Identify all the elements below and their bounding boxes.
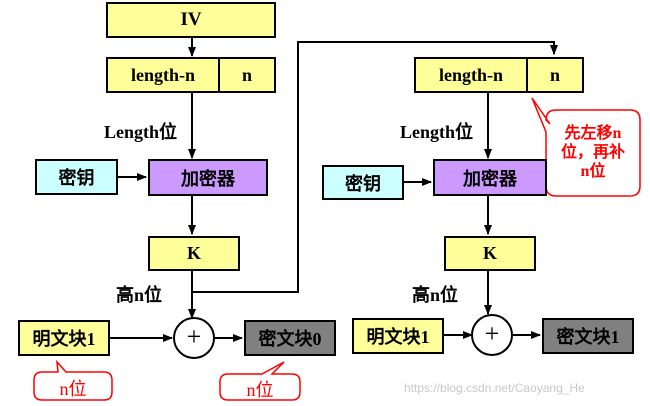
key-label: 密钥 [58, 168, 95, 188]
xor-circle-left [173, 317, 215, 359]
register-length-n-label: length-n [130, 64, 195, 85]
key-box-left: 密钥 [35, 159, 118, 195]
watermark: https://blog.csdn.net/Caoyang_He [404, 381, 585, 395]
callout-shift-text: 先左移n 位，再补 n位 [548, 124, 638, 181]
encryptor-box-left: 加密器 [148, 159, 268, 196]
callout-shift-line-1: 先左移n [564, 125, 622, 142]
register-length-n-left: length-n [106, 57, 220, 93]
key-label: 密钥 [345, 173, 381, 194]
ciphertext-label: 密文块0 [258, 329, 322, 349]
high-bits-label-left: 高n位 [116, 285, 163, 305]
xor-circle-right [471, 314, 513, 356]
k-label: K [482, 243, 497, 263]
xor-symbol-right: + [484, 319, 500, 348]
k-box-right: K [444, 236, 536, 271]
plaintext-label: 明文块1 [32, 329, 96, 349]
ciphertext-box-left: 密文块0 [244, 320, 336, 356]
length-bits-label-left: Length位 [104, 122, 178, 142]
ciphertext-label: 密文块1 [556, 327, 620, 347]
encryptor-label: 加密器 [463, 168, 517, 189]
encryptor-label: 加密器 [181, 168, 235, 189]
k-label: K [186, 243, 201, 263]
length-bits-label-right: Length位 [400, 122, 474, 142]
high-bits-label-right: 高n位 [412, 285, 459, 305]
register-length-n-label: length-n [438, 64, 503, 85]
iv-box: IV [106, 2, 276, 38]
encryptor-box-right: 加密器 [433, 159, 547, 196]
callout-bits-left: n位 [59, 379, 87, 399]
register-n-right: n [526, 57, 584, 93]
register-length-n-right: length-n [414, 57, 528, 93]
arrow-feedback-to-register-right [192, 41, 558, 293]
callout-bits-left-bubble [33, 359, 113, 401]
register-n-label: n [549, 64, 560, 85]
plaintext-label: 明文块1 [366, 327, 430, 347]
iv-label: IV [180, 9, 202, 30]
xor-symbol-left: + [186, 322, 202, 351]
callout-bits-right-bubble [219, 361, 301, 401]
plaintext-box-right: 明文块1 [352, 318, 444, 354]
callout-bits-right: n位 [246, 380, 274, 400]
register-n-label: n [241, 64, 252, 85]
plaintext-box-left: 明文块1 [18, 320, 110, 356]
register-n-left: n [218, 57, 276, 93]
callout-shift-line-3: n位 [580, 163, 606, 180]
callout-shift-line-2: 位，再补 [560, 144, 625, 161]
callout-shift-bubble [531, 97, 641, 197]
k-box-left: K [148, 236, 240, 271]
ciphertext-box-right: 密文块1 [542, 318, 634, 354]
key-box-right: 密钥 [322, 165, 404, 200]
